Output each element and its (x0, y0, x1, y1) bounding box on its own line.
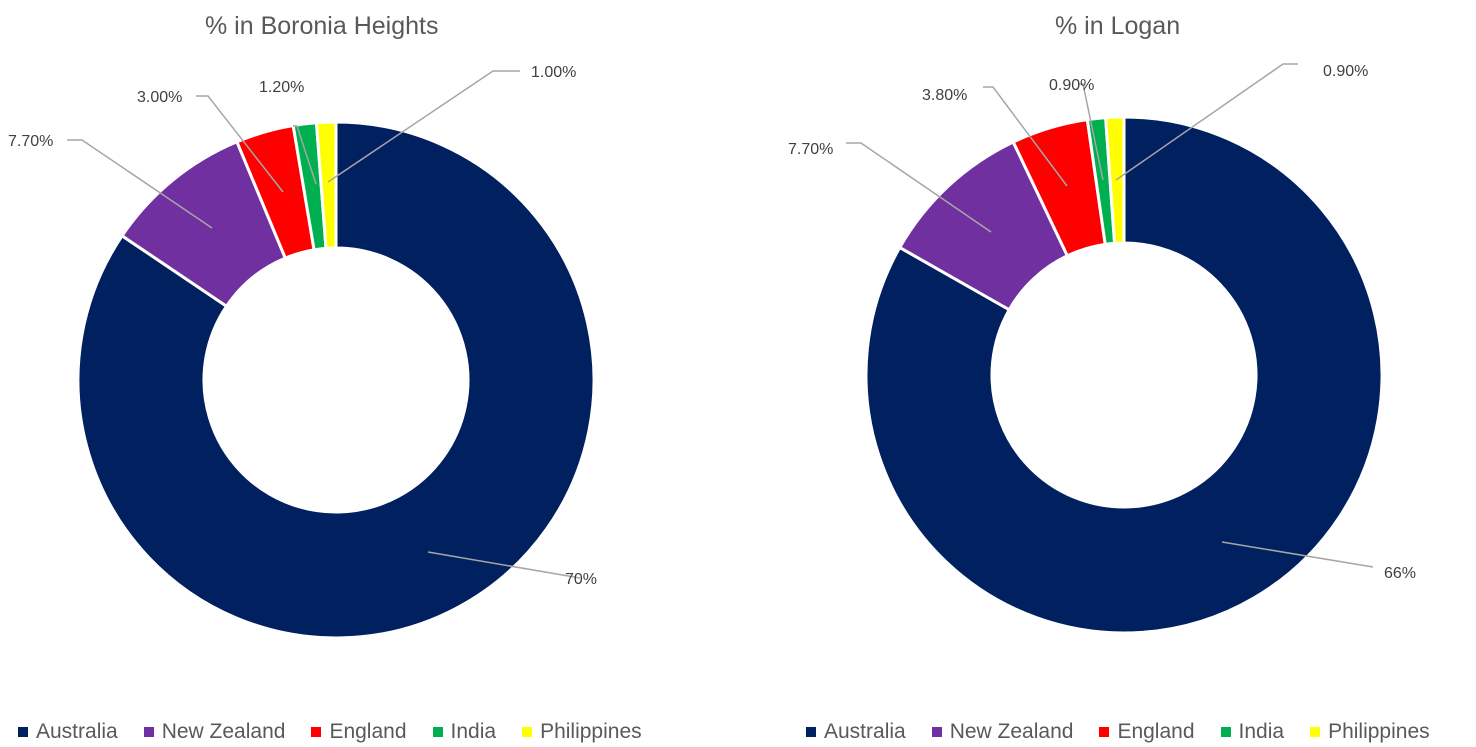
slice-australia (76, 120, 596, 640)
legend-label: New Zealand (161, 720, 286, 743)
legend-swatch (1310, 727, 1321, 737)
legend-label: Australia (36, 720, 118, 743)
legend-swatch (18, 727, 28, 737)
legend-item: England (1099, 720, 1195, 744)
donut-chart: 66% 7.70% 3.80% 0.90% 0.90% (788, 63, 1416, 635)
legend-swatch (143, 727, 154, 737)
data-label: 1.00% (531, 64, 576, 81)
data-label: 7.70% (788, 141, 833, 158)
legend: Australia New Zealand England India Phil… (18, 720, 642, 744)
data-label: 3.00% (137, 89, 182, 106)
chart-boronia-heights: % in Boronia Heights 70% 7.70% 3.00% 1.20% 1… (8, 12, 642, 744)
legend-swatch (1099, 727, 1110, 737)
legend-swatch (931, 727, 942, 737)
legend-item: Australia (18, 720, 118, 744)
legend-label: India (450, 720, 497, 743)
data-label: 66% (1384, 565, 1416, 582)
slice-philippines (314, 120, 338, 250)
legend-swatch (1220, 727, 1231, 737)
legend-label: New Zealand (949, 720, 1074, 743)
leader-line (983, 86, 1068, 187)
data-label: 3.80% (922, 87, 967, 104)
leader-line (327, 70, 520, 183)
chart-logan: % in Logan 66% 7.70% 3.80% 0.90% 0.90% Austr… (738, 0, 1476, 747)
data-label: 0.90% (1049, 77, 1094, 94)
slice-australia (864, 115, 1384, 635)
leader-line (1115, 63, 1298, 181)
legend-label: Australia (824, 720, 906, 743)
data-label: 1.20% (259, 79, 304, 96)
leader-line (67, 139, 213, 229)
legend-item: Australia (806, 720, 906, 744)
legend-swatch (432, 727, 443, 737)
legend-item: India (1220, 720, 1285, 744)
data-label: 0.90% (1323, 63, 1368, 80)
legend-item: India (432, 720, 497, 744)
legend-item: New Zealand (143, 720, 286, 744)
legend-label: India (1238, 720, 1285, 743)
legend-swatch (806, 727, 816, 737)
leader-line (293, 125, 317, 185)
data-label: 70% (565, 571, 597, 588)
legend-label: England (329, 720, 407, 743)
leader-line (846, 142, 992, 233)
legend-item: New Zealand (931, 720, 1074, 744)
legend-item: Philippines (1310, 720, 1430, 744)
slice-philippines (1104, 115, 1126, 245)
leader-line (427, 551, 581, 579)
leader-line (1221, 541, 1374, 568)
data-label: 7.70% (8, 133, 53, 150)
legend-swatch (311, 727, 322, 737)
chart-title: % in Boronia Heights (205, 12, 439, 40)
leader-line (1078, 83, 1104, 181)
chart-title: % in Logan (1055, 12, 1181, 40)
legend-label: Philippines (540, 720, 642, 743)
leader-line (196, 95, 284, 193)
legend-label: England (1117, 720, 1195, 743)
legend-label: Philippines (1328, 720, 1430, 743)
legend: Australia New Zealand England India Phil… (806, 720, 1430, 744)
legend-swatch (522, 727, 533, 737)
legend-item: England (311, 720, 407, 744)
legend-item: Philippines (522, 720, 642, 744)
donut-chart: 70% 7.70% 3.00% 1.20% 1.00% (8, 64, 597, 640)
